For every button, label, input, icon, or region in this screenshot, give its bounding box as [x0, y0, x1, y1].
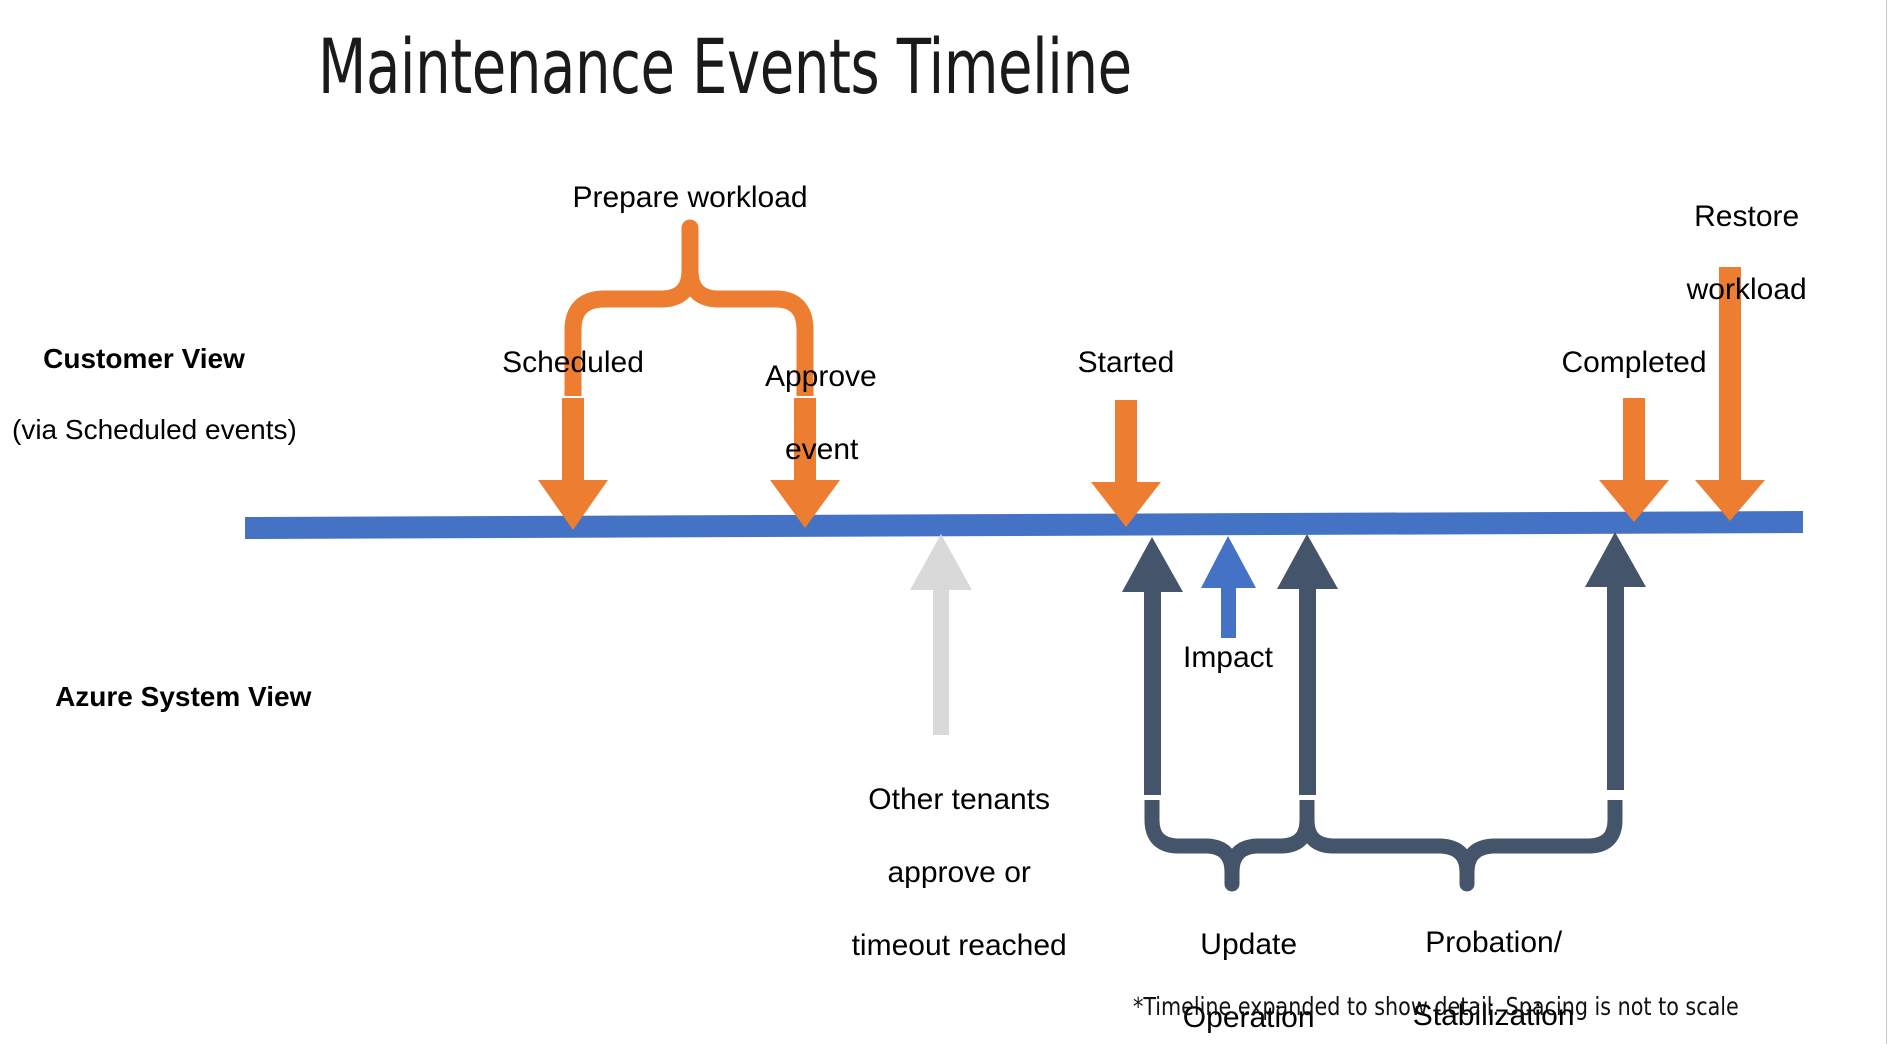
node-label-other-tenants-line3: timeout reached: [851, 928, 1067, 962]
node-label-other-tenants-line2: approve or: [887, 855, 1031, 889]
maintenance-timeline-bar: [245, 511, 1803, 539]
update-start-up-arrow-icon: [1122, 537, 1183, 795]
node-label-completed: Completed: [1561, 346, 1707, 379]
page-title: Maintenance Events Timeline: [318, 22, 1132, 111]
update-operation-brace: [1144, 800, 1315, 892]
brace-label-update-operation-line2: Operation: [1182, 1000, 1315, 1034]
brace-label-probation-stabilization-line2: Stabilization: [1412, 998, 1575, 1032]
completed-down-arrow-icon: [1599, 398, 1669, 522]
row-label-azure-system-view-title: Azure System View: [55, 680, 312, 712]
scheduled-down-arrow-icon: [538, 398, 608, 530]
node-label-other-tenants-line1: Other tenants: [868, 782, 1051, 816]
brace-label-update-operation-line1: Update: [1200, 927, 1298, 961]
node-label-approve-event: Approve event: [715, 322, 895, 505]
brace-label-probation-stabilization: Probation/ Stabilization: [1377, 888, 1577, 1044]
brace-label-update-operation: Update Operation: [1142, 890, 1322, 1044]
node-label-restore-workload-line1: Restore: [1694, 199, 1800, 233]
row-label-azure-system-view: Azure System View: [25, 643, 311, 750]
node-label-impact: Impact: [1182, 641, 1274, 674]
restore-workload-down-arrow-icon: [1695, 267, 1765, 521]
impact-up-arrow-icon: [1201, 536, 1256, 638]
node-label-started: Started: [1077, 346, 1175, 379]
node-label-approve-event-line2: event: [784, 432, 859, 466]
brace-label-prepare-workload: Prepare workload: [572, 181, 808, 214]
row-label-customer-view: Customer View (via Scheduled events): [12, 305, 297, 520]
other-tenants-up-arrow-icon: [910, 534, 972, 735]
started-down-arrow-icon: [1091, 400, 1161, 527]
update-end-up-arrow-icon: [1277, 534, 1338, 795]
probation-end-up-arrow-icon: [1585, 532, 1646, 790]
brace-label-probation-stabilization-line1: Probation/: [1425, 925, 1563, 959]
node-label-scheduled: Scheduled: [502, 346, 644, 379]
probation-stabilization-brace: [1299, 800, 1623, 892]
page-edge-divider: [1886, 0, 1887, 1044]
node-label-other-tenants: Other tenants approve or timeout reached: [815, 745, 1070, 1001]
row-label-customer-view-subtitle: (via Scheduled events): [12, 414, 297, 446]
node-label-restore-workload: Restore workload: [1640, 162, 1820, 345]
approve-event-down-arrow-icon: [770, 398, 840, 528]
node-label-approve-event-line1: Approve: [764, 359, 877, 393]
node-label-restore-workload-line2: workload: [1686, 272, 1807, 306]
footnote-text: *Timeline expanded to show detail. Spaci…: [1133, 992, 1739, 1021]
row-label-customer-view-title: Customer View: [43, 342, 245, 374]
prepare-workload-brace: [564, 219, 814, 396]
